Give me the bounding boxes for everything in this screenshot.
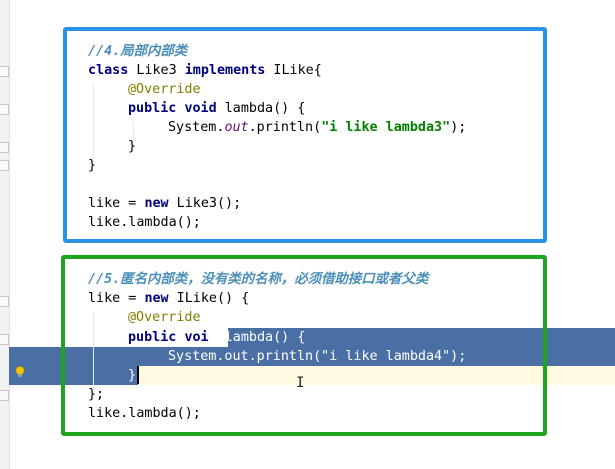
code-line-close-object[interactable]: }; (88, 387, 105, 402)
lightbulb-icon[interactable] (15, 366, 25, 378)
fold-marker-icon[interactable] (0, 390, 9, 401)
text-selection (9, 347, 615, 366)
highlight-box-anonymous-class (61, 255, 547, 436)
code-line-close-brace[interactable]: } (88, 158, 97, 173)
fold-marker-icon[interactable] (0, 296, 9, 307)
code-line-method-decl[interactable]: public void lambda() { (128, 101, 306, 116)
code-line-anon-decl[interactable]: like = new ILike() { (88, 291, 250, 306)
indent-guide (93, 312, 94, 388)
code-line-class-decl[interactable]: class Like3 implements ILike{ (88, 63, 322, 78)
editor-gutter[interactable] (0, 0, 10, 469)
fold-marker-icon[interactable] (0, 334, 9, 345)
text-cursor-icon: I (296, 375, 305, 391)
text-selection (228, 328, 615, 347)
indent-guide (133, 122, 134, 142)
indent-guide (93, 84, 94, 160)
code-line-call[interactable]: like.lambda(); (88, 406, 201, 421)
fold-marker-icon[interactable] (0, 104, 9, 115)
code-line-override[interactable]: @Override (128, 310, 201, 325)
code-line-assign[interactable]: like = new Like3(); (88, 196, 242, 211)
code-line-call[interactable]: like.lambda(); (88, 215, 201, 230)
code-line-println-selected[interactable]: System.out.println("i like lambda4"); (168, 349, 467, 364)
fold-marker-icon[interactable] (0, 66, 9, 77)
fold-marker-icon[interactable] (0, 160, 9, 171)
code-line-comment[interactable]: //5.匿名内部类，没有类的名称，必须借助接口或者父类 (88, 272, 429, 287)
current-line-highlight (9, 366, 615, 385)
code-line-close-brace[interactable]: } (128, 139, 137, 154)
text-selection (9, 366, 138, 385)
code-line-close-brace-selected[interactable]: } (128, 368, 137, 383)
fold-marker-icon[interactable] (0, 142, 9, 153)
highlight-box-local-class (63, 27, 547, 243)
code-line-method-decl[interactable]: public void lambda() { (128, 330, 306, 345)
code-line-println[interactable]: System.out.println("i like lambda3"); (168, 120, 467, 135)
code-line-comment[interactable]: //4.局部内部类 (88, 44, 188, 59)
text-caret (137, 366, 139, 384)
code-line-override[interactable]: @Override (128, 82, 201, 97)
